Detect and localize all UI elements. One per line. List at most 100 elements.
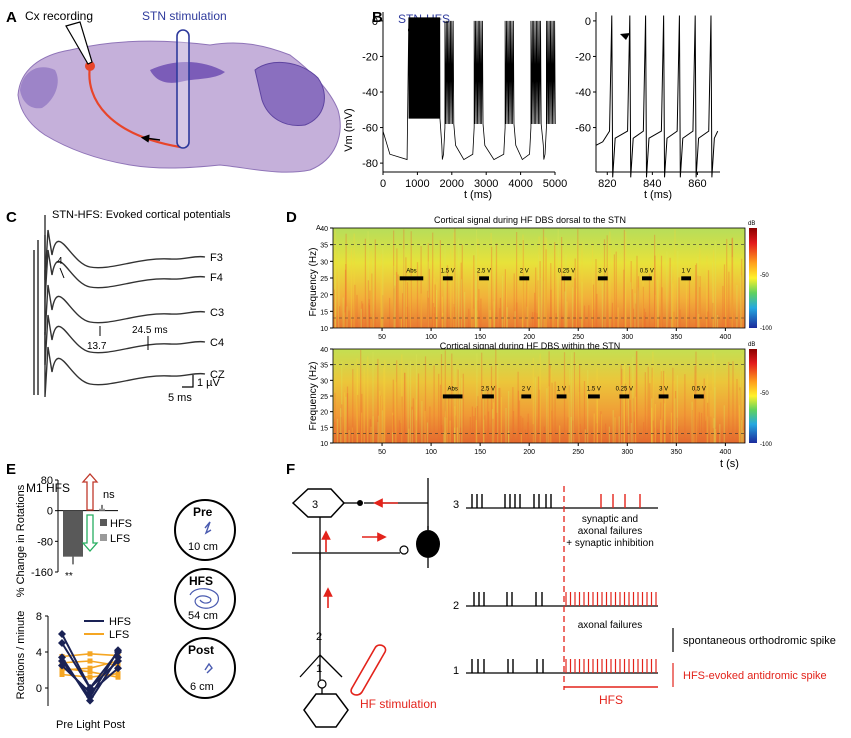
d-texture-strip [460, 262, 462, 328]
d-texture-strip [706, 255, 708, 328]
d-xtick-label: 300 [621, 334, 633, 341]
d-texture-strip [461, 244, 463, 328]
d-xtick-label: 250 [572, 449, 584, 456]
hf-electrode-icon [350, 644, 387, 696]
e-legend-lfs: LFS [110, 533, 130, 545]
d-texture-strip [707, 416, 709, 443]
c-annotation-13-7: 13.7 [87, 341, 107, 352]
d-texture-strip [634, 293, 636, 328]
e-ns-label: ns [103, 489, 115, 501]
d-texture-strip [369, 419, 371, 443]
d-texture-strip [449, 318, 452, 328]
d-texture-strip [522, 240, 524, 328]
d-texture-strip [726, 238, 728, 328]
d-texture-strip [395, 382, 397, 443]
c-trace-label: CZ [210, 369, 225, 381]
d-texture-strip [410, 260, 412, 328]
d-top-title: Cortical signal during HF DBS dorsal to … [434, 215, 626, 225]
d-texture-strip [400, 317, 402, 328]
d-texture-strip [477, 310, 479, 328]
e-line-marker [114, 657, 122, 665]
d-texture-strip [360, 308, 362, 328]
d-texture-strip [550, 368, 552, 443]
c-trace [44, 332, 206, 398]
d-texture-strip [705, 420, 707, 443]
e-lines [58, 630, 122, 705]
d-texture-strip [481, 352, 483, 443]
panel-label-b: B [372, 9, 383, 26]
d-texture-strip [660, 419, 662, 443]
d-stim-label: 2 V [520, 268, 529, 274]
d-texture-strip [630, 261, 632, 328]
d-texture-strip [674, 398, 676, 443]
d-texture-strip [403, 248, 405, 328]
d-texture-strip [480, 298, 482, 328]
d-stim-bar [619, 394, 630, 399]
d-texture-strip [717, 432, 719, 443]
d-xtick-label: 150 [474, 334, 486, 341]
d-texture-strip [346, 386, 349, 443]
d-texture-strip [428, 268, 430, 328]
panel-label-e: E [6, 461, 16, 478]
d-texture-strip [537, 278, 539, 328]
panel-a: Cx recording STN stimulation [17, 9, 341, 173]
d-texture-strip [739, 405, 741, 443]
d-texture-strip [674, 229, 676, 328]
b-left-xtick-label: 3000 [474, 178, 498, 190]
d-xtick-label: 350 [670, 334, 682, 341]
d-texture-strip [545, 249, 547, 328]
d-texture-strip [651, 398, 653, 443]
d-texture-strip [675, 391, 677, 443]
arena-hfs-label: HFS [189, 574, 213, 588]
d-texture-strip [740, 275, 742, 328]
d-texture-strip [445, 417, 447, 443]
d-texture-strip [524, 429, 526, 443]
d-texture-strip [568, 385, 570, 443]
b-left-xtick-label: 4000 [508, 178, 532, 190]
d-stim-label: 0.5 V [640, 268, 654, 274]
d-texture-strip [505, 268, 507, 328]
d-texture-strip [364, 238, 366, 328]
arena-post-label: Post [188, 643, 214, 657]
d-texture-strip [571, 352, 573, 443]
d-texture-strip [514, 311, 516, 328]
d-texture-strip [346, 306, 348, 328]
d-top-colorbar [749, 228, 757, 328]
d-texture-strip [608, 426, 610, 443]
d-texture-strip [496, 412, 498, 443]
d-texture-strip [695, 263, 698, 328]
d-texture-strip [475, 420, 477, 443]
stn-electrode [176, 29, 190, 149]
d-texture-strip [698, 313, 700, 328]
d-texture-strip [707, 270, 710, 328]
d-texture-strip [684, 374, 686, 443]
d-texture-strip [393, 230, 395, 328]
d-texture-strip [334, 422, 336, 443]
d-texture-strip [544, 236, 546, 328]
d-texture-strip [632, 356, 634, 443]
d-texture-strip [741, 354, 743, 443]
d-texture-strip [512, 387, 514, 443]
d-texture-strip [492, 432, 495, 443]
d-texture-strip [673, 380, 675, 443]
d-texture-strip [637, 276, 640, 328]
d-texture-strip [446, 265, 449, 328]
d-texture-strip [475, 254, 477, 328]
d-texture-strip [491, 409, 494, 443]
d-xtick-label: 100 [425, 334, 437, 341]
d-stim-bar [597, 276, 608, 281]
d-texture-strip [573, 364, 575, 443]
d-texture-strip [677, 250, 679, 328]
d-texture-strip [484, 415, 486, 443]
d-texture-strip [457, 369, 459, 443]
d-texture-strip [609, 231, 611, 328]
d-ytick-label: 35 [320, 363, 328, 370]
d-texture-strip [346, 393, 349, 443]
d-stim-bar [521, 394, 532, 399]
d-texture-strip [499, 387, 501, 443]
panel-d: A Cortical signal during HF DBS dorsal t… [308, 215, 773, 470]
d-texture-strip [340, 417, 342, 443]
d-stim-bar [642, 276, 652, 281]
d-texture-strip [723, 264, 726, 328]
d-texture-strip [526, 278, 528, 328]
